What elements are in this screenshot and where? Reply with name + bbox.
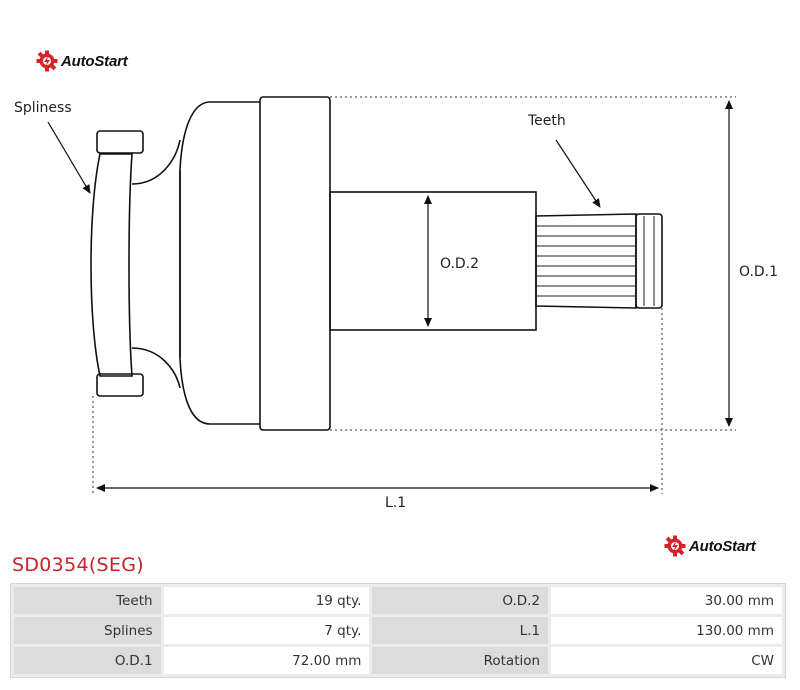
pinion-gear [535, 213, 637, 309]
spec-value: 72.00 mm [163, 647, 370, 674]
spec-key: Teeth [14, 587, 161, 614]
spec-value: CW [551, 647, 782, 674]
brand-name: AutoStart [689, 537, 756, 555]
brand-logo-top: AutoStart [36, 50, 128, 72]
spec-key: Rotation [372, 647, 549, 674]
spec-key: O.D.2 [372, 587, 549, 614]
spec-table: Teeth 19 qty. O.D.2 30.00 mm Splines 7 q… [10, 583, 786, 678]
spline-flange [90, 153, 133, 377]
clutch-body [259, 96, 331, 431]
gear-bolt-icon [664, 535, 686, 557]
spec-value: 7 qty. [163, 617, 370, 644]
pinion-shaft [329, 191, 537, 331]
spec-key: L.1 [372, 617, 549, 644]
gear-bolt-icon [36, 50, 58, 72]
starter-drive-diagram: Spliness Teeth O.D.2 O.D.1 L.1 [14, 96, 778, 511]
pinion-end-cap [635, 213, 663, 309]
part-code: SD0354(SEG) [12, 554, 144, 576]
spliness-leader [47, 121, 91, 194]
brand-name: AutoStart [61, 52, 128, 70]
spec-value: 30.00 mm [551, 587, 782, 614]
table-row: Teeth 19 qty. O.D.2 30.00 mm [14, 587, 782, 614]
label-od1: O.D.1 [739, 264, 778, 280]
clutch-housing [179, 101, 260, 425]
label-l1: L.1 [385, 495, 406, 511]
label-od2: O.D.2 [440, 256, 479, 272]
spec-key: O.D.1 [14, 647, 161, 674]
neck-curve-top [131, 139, 181, 185]
spec-value: 130.00 mm [551, 617, 782, 644]
spec-key: Splines [14, 617, 161, 644]
table-row: Splines 7 qty. L.1 130.00 mm [14, 617, 782, 644]
table-row: O.D.1 72.00 mm Rotation CW [14, 647, 782, 674]
spec-value: 19 qty. [163, 587, 370, 614]
label-teeth: Teeth [527, 113, 566, 129]
spline-tooth-top [96, 130, 144, 154]
brand-logo-bottom: AutoStart [664, 535, 756, 557]
label-spliness: Spliness [14, 100, 72, 116]
spline-tooth-bottom [96, 373, 144, 397]
gear-teeth-lines [536, 216, 655, 306]
neck-curve-bottom [131, 347, 181, 389]
extension-lines [92, 96, 736, 494]
teeth-leader [555, 139, 601, 208]
